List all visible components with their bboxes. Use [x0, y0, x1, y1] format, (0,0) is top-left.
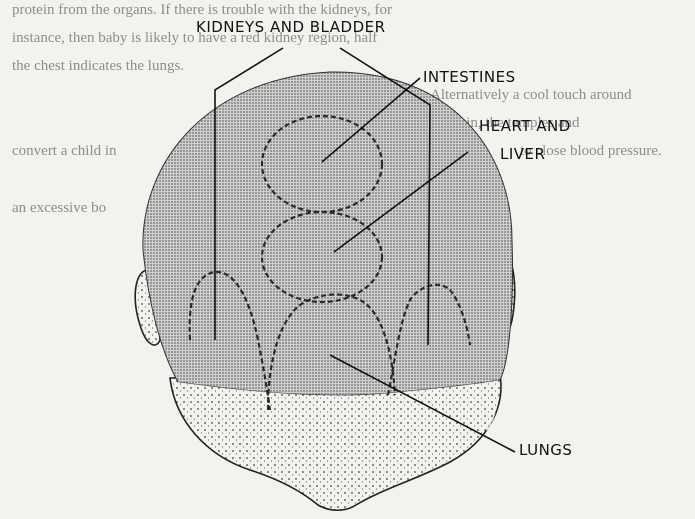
background-text-line: protein from the organs. If there is tro… — [12, 2, 393, 18]
background-text-line: to close blood pressure. — [520, 143, 662, 159]
heart-liver-pointer — [333, 151, 469, 253]
label-heart-liver-line2: LIVER — [500, 145, 546, 163]
background-text-line: the chest indicates the lungs. — [12, 58, 185, 74]
label-kidneys-bladder: KIDNEYS AND BLADDER — [196, 18, 386, 36]
kidneys-pointer-right — [339, 47, 431, 346]
intestines-pointer — [321, 77, 421, 163]
label-lungs: LUNGS — [519, 441, 573, 459]
neck-band — [178, 380, 500, 438]
label-intestines: INTESTINES — [423, 68, 516, 86]
label-heart-liver-line1: HEART AND — [479, 117, 571, 135]
background-text-line: convert a child in — [12, 143, 117, 159]
left-arm-outline — [188, 270, 272, 411]
shaded-head-region — [142, 71, 513, 396]
right-arm-outline — [386, 283, 472, 396]
lungs-pointer — [329, 354, 516, 453]
background-text-line: an excessive bo — [12, 200, 107, 216]
background-text-line: instance, then baby is likely to have a … — [12, 30, 378, 46]
intestines-region — [260, 114, 384, 214]
background-text-line: Alternatively a cool touch around — [430, 87, 632, 103]
lungs-region — [266, 293, 397, 411]
kidneys-pointer-left — [214, 47, 284, 340]
